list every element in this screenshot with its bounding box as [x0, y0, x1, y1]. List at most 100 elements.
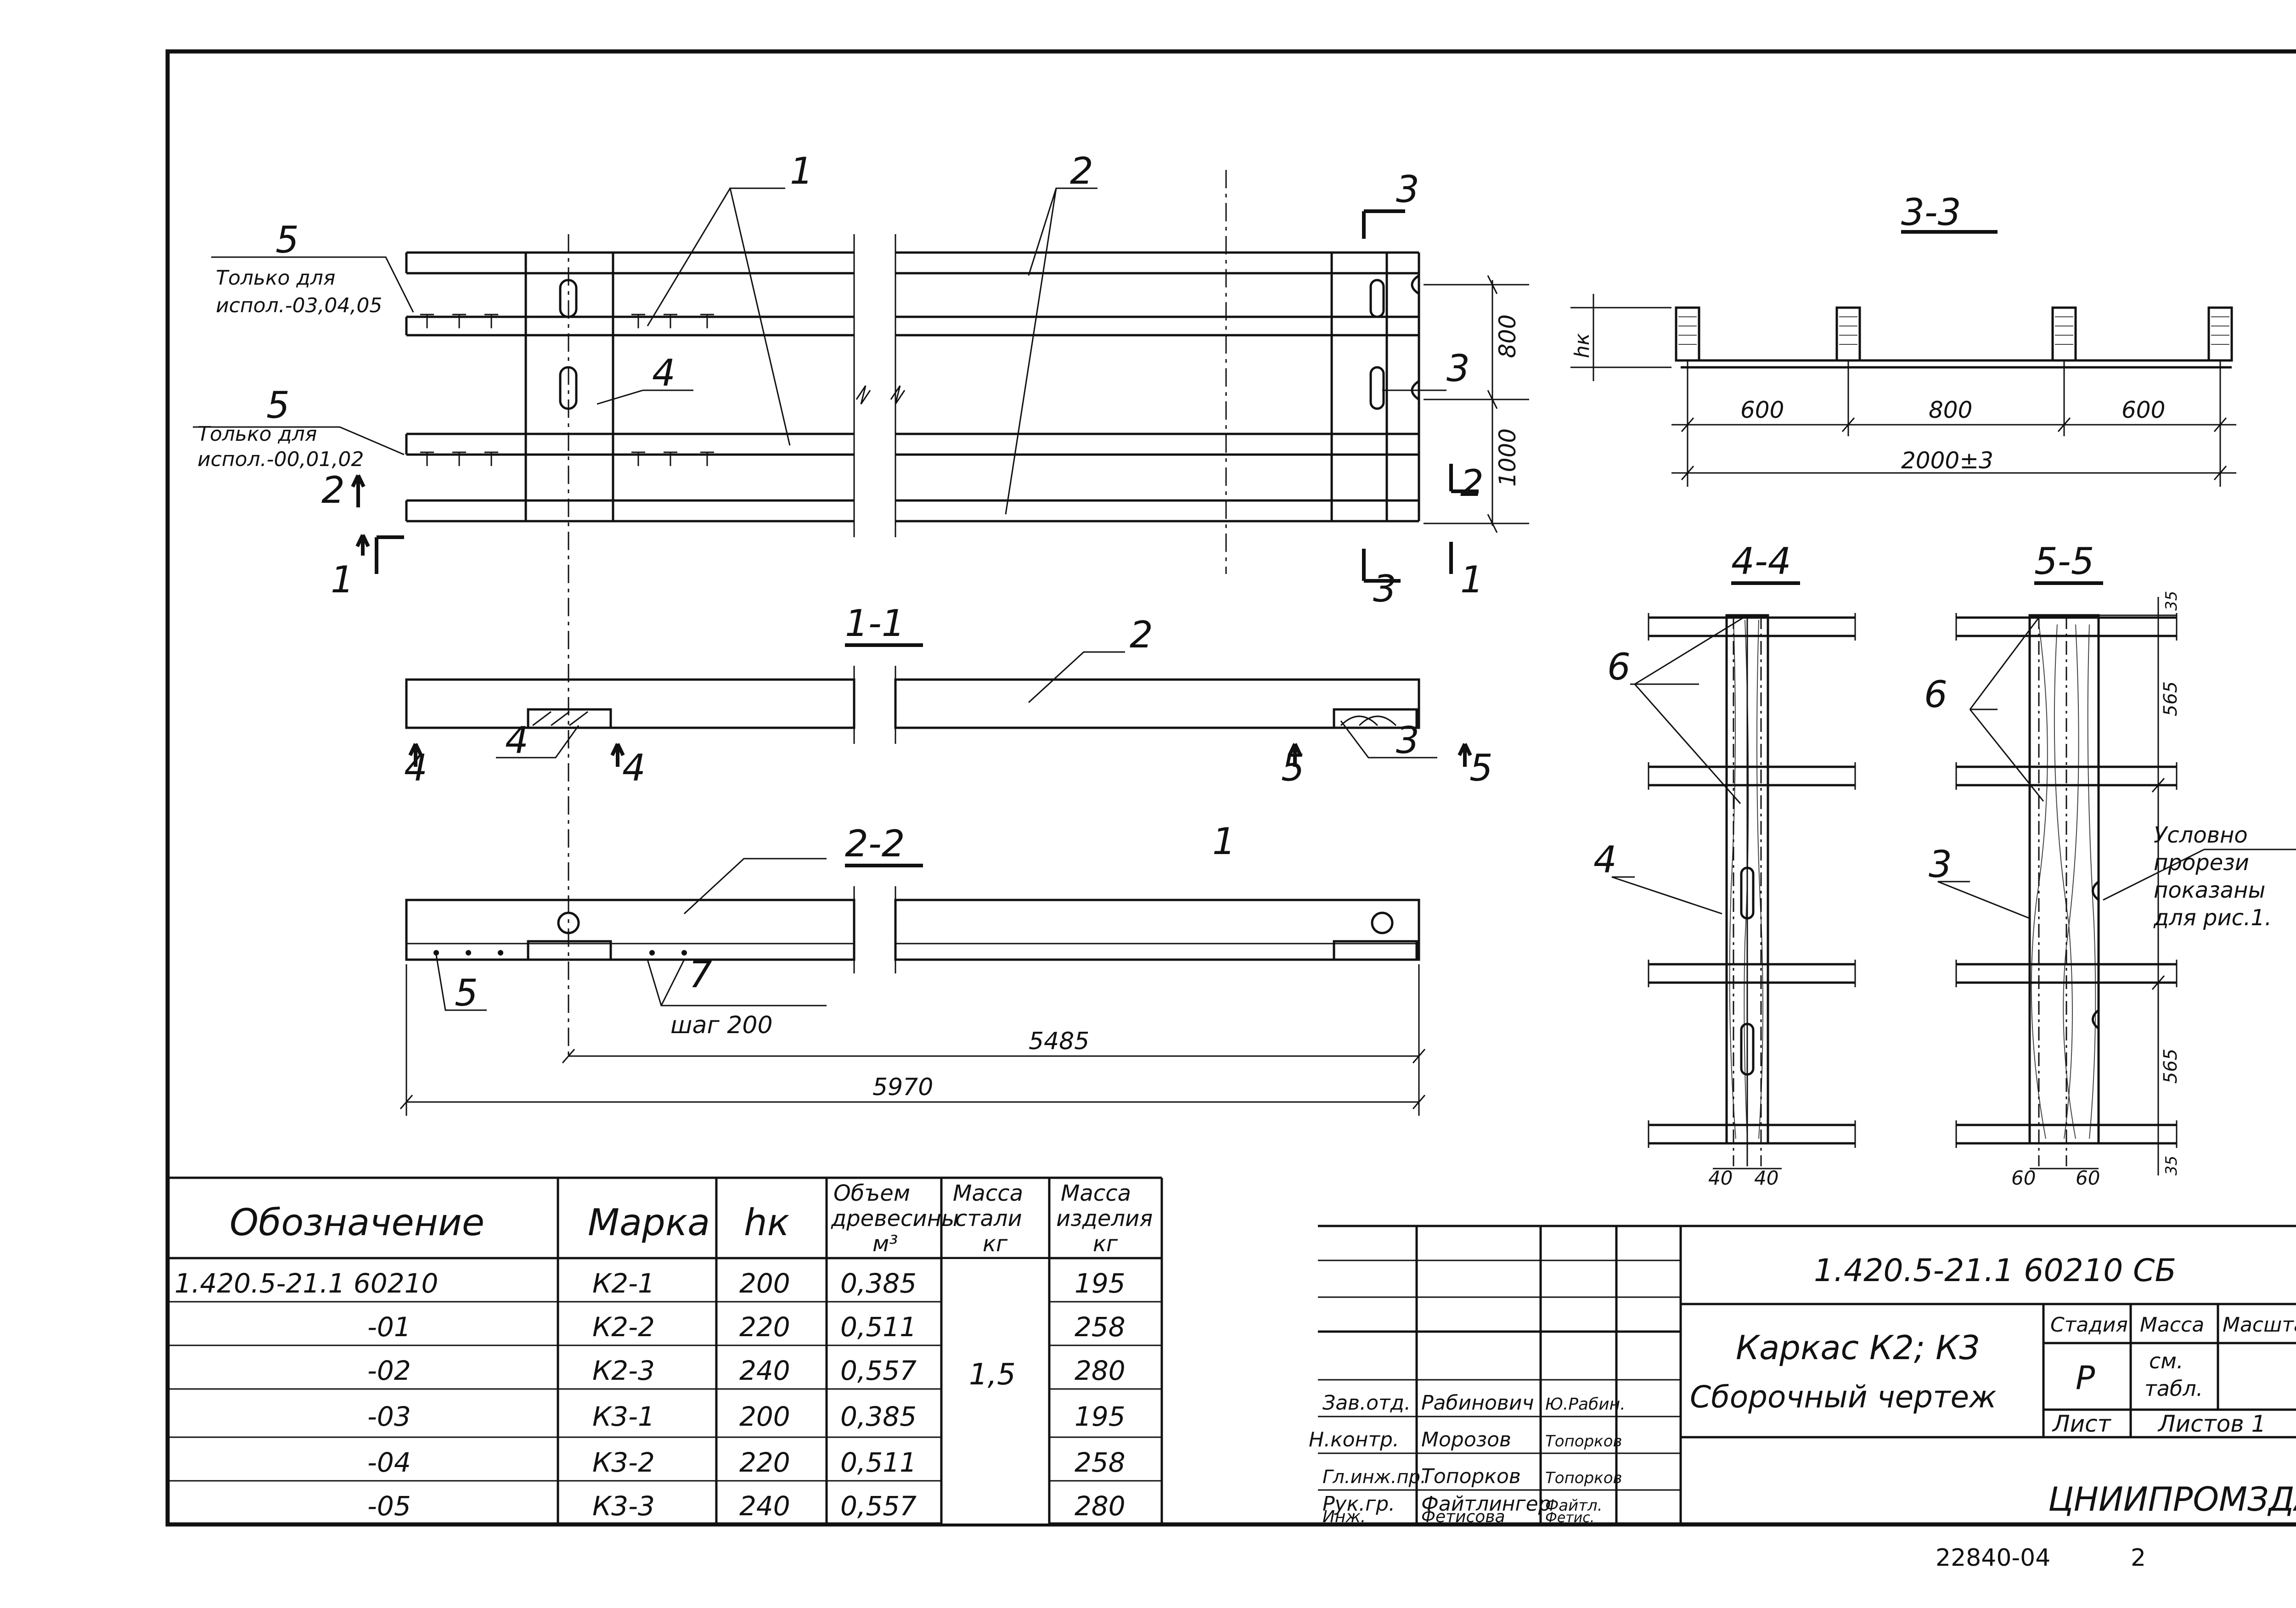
row-mark: К2-2	[592, 1311, 655, 1343]
mass-value-line2: табл.	[2144, 1376, 2203, 1401]
row-hk: 240	[739, 1490, 790, 1522]
header-item-line1: Масса	[1061, 1181, 1131, 1206]
row-item-mass: 280	[1075, 1355, 1125, 1386]
note-conditional-line4: для рис.1.	[2153, 905, 2272, 931]
callout-6-section-5-5: 6	[1924, 673, 1947, 716]
steel-mass-merged: 1,5	[969, 1358, 1016, 1392]
dim-60-right: 60	[2076, 1167, 2100, 1189]
staff-name: Морозов	[1421, 1428, 1511, 1451]
header-steel-line2: стали	[955, 1206, 1022, 1231]
staff-rows: Зав.отд. Рабинович Ю.Рабин. Н.контр. Мор…	[1309, 1391, 1626, 1526]
table-row: -02 К2-3 240 0,557 280	[367, 1355, 1125, 1386]
header-hk: hк	[744, 1201, 789, 1244]
table-row: -04 К3-2 220 0,511 258	[367, 1447, 1125, 1478]
staff-role: Гл.инж.пр.	[1322, 1467, 1426, 1488]
header-steel-line1: Масса	[953, 1181, 1023, 1206]
callout-6-section-4-4: 6	[1607, 646, 1631, 688]
spec-table-grid	[168, 1176, 1163, 1524]
section-1-1-view	[405, 643, 1472, 767]
section-5-5-view	[1937, 581, 2296, 1175]
note-only-b-line1: Только для	[197, 422, 317, 446]
cut-mark-4-right: 4	[622, 747, 646, 789]
row-volume: 0,557	[840, 1490, 917, 1522]
note-only-a-line2: испол.-03,04,05	[216, 294, 382, 317]
leader-lines-plan	[193, 187, 1446, 515]
row-hk: 240	[739, 1355, 790, 1386]
staff-signature: Фетис.	[1545, 1510, 1594, 1526]
cut-mark-1-left: 1	[331, 558, 354, 601]
staff-role: Зав.отд.	[1322, 1391, 1411, 1415]
table-row: -03 К3-1 200 0,385 195	[367, 1401, 1125, 1432]
callout-1-section: 1	[1212, 820, 1236, 863]
list-item: Рук.гр. Файтлингер Файтл.	[1322, 1492, 1603, 1516]
section-title-4-4: 4-4	[1731, 540, 1791, 583]
section-title-1-1: 1-1	[845, 602, 905, 645]
callout-3-section: 3	[1396, 719, 1419, 762]
callout-2-plan: 2	[1070, 150, 1093, 192]
organization: ЦНИИПРОМЗДАНИЙ	[2048, 1480, 2296, 1518]
row-item-mass: 258	[1075, 1311, 1125, 1343]
page-number: 2	[2131, 1544, 2146, 1572]
title-line1: Каркас К2; К3	[1736, 1328, 1980, 1367]
mass-header: Масса	[2140, 1313, 2204, 1337]
sheet-header: Лист	[2052, 1411, 2112, 1437]
table-row: -01 К2-2 220 0,511 258	[367, 1311, 1125, 1343]
list-item: Гл.инж.пр. Топорков Топорков	[1322, 1465, 1622, 1488]
staff-signature: Топорков	[1545, 1432, 1622, 1451]
staff-role: Рук.гр.	[1322, 1492, 1395, 1516]
title-block-grid	[1318, 1225, 2296, 1524]
staff-signature: Ю.Рабин.	[1545, 1395, 1626, 1414]
row-volume: 0,557	[840, 1355, 917, 1386]
cut-mark-2-right: 2	[1460, 462, 1484, 505]
note-step: шаг 200	[670, 1012, 773, 1039]
row-designation: -02	[367, 1355, 411, 1386]
table-row: -05 К3-3 240 0,557 280	[367, 1490, 1125, 1522]
header-mark: Марка	[588, 1201, 710, 1244]
staff-signature: Файтл.	[1545, 1496, 1603, 1515]
staff-signature: Топорков	[1545, 1469, 1622, 1487]
dim-35-top: 35	[2162, 591, 2181, 611]
header-volume-line1: Объем	[833, 1181, 910, 1206]
callout-4-section-4-4: 4	[1593, 838, 1617, 881]
note-conditional-line1: Условно	[2154, 822, 2248, 848]
dim-5970: 5970	[872, 1074, 933, 1101]
note-conditional-line3: показаны	[2154, 877, 2265, 903]
callout-3-plan: 3	[1446, 347, 1470, 390]
cut-mark-3-top: 3	[1396, 168, 1419, 211]
dim-565-top: 565	[2160, 681, 2181, 716]
row-hk: 200	[739, 1401, 790, 1432]
row-volume: 0,385	[840, 1401, 917, 1432]
row-hk: 220	[739, 1311, 790, 1343]
row-item-mass: 258	[1075, 1447, 1125, 1478]
dim-40-left: 40	[1708, 1167, 1733, 1189]
dim-565-bottom: 565	[2160, 1049, 2181, 1084]
row-volume: 0,385	[840, 1268, 917, 1299]
spec-table-rows: 1.420.5-21.1 60210 К2-1 200 0,385 195 -0…	[174, 1268, 1125, 1522]
table-row: 1.420.5-21.1 60210 К2-1 200 0,385 195	[174, 1268, 1125, 1299]
callout-3-section-5-5: 3	[1929, 843, 1952, 886]
cut-mark-4-left: 4	[404, 747, 428, 789]
row-item-mass: 195	[1075, 1268, 1125, 1299]
mass-value-line1: см.	[2149, 1349, 2183, 1373]
dim-35-bottom: 35	[2162, 1156, 2181, 1175]
dim-hk: hк	[1570, 333, 1594, 358]
section-4-4-view	[1611, 581, 1856, 1169]
row-designation: -05	[367, 1490, 411, 1522]
dim-5485: 5485	[1029, 1028, 1089, 1055]
row-volume: 0,511	[840, 1447, 917, 1478]
row-item-mass: 195	[1075, 1401, 1125, 1432]
cut-mark-5-right: 5	[1469, 747, 1493, 789]
staff-name: Рабинович	[1421, 1391, 1534, 1415]
row-hk: 200	[739, 1268, 790, 1299]
note-only-a-line1: Только для	[216, 266, 335, 290]
cut-mark-3-bottom: 3	[1373, 568, 1396, 610]
callout-5-plan-top: 5	[276, 219, 299, 261]
staff-role: Н.контр.	[1309, 1428, 1399, 1451]
staff-name: Файтлингер	[1421, 1492, 1551, 1516]
callout-1-plan: 1	[790, 150, 813, 192]
staff-role: Инж.	[1322, 1507, 1366, 1526]
stage-value: Р	[2076, 1359, 2095, 1397]
row-mark: К3-2	[592, 1447, 655, 1478]
callout-4-section: 4	[505, 719, 529, 762]
